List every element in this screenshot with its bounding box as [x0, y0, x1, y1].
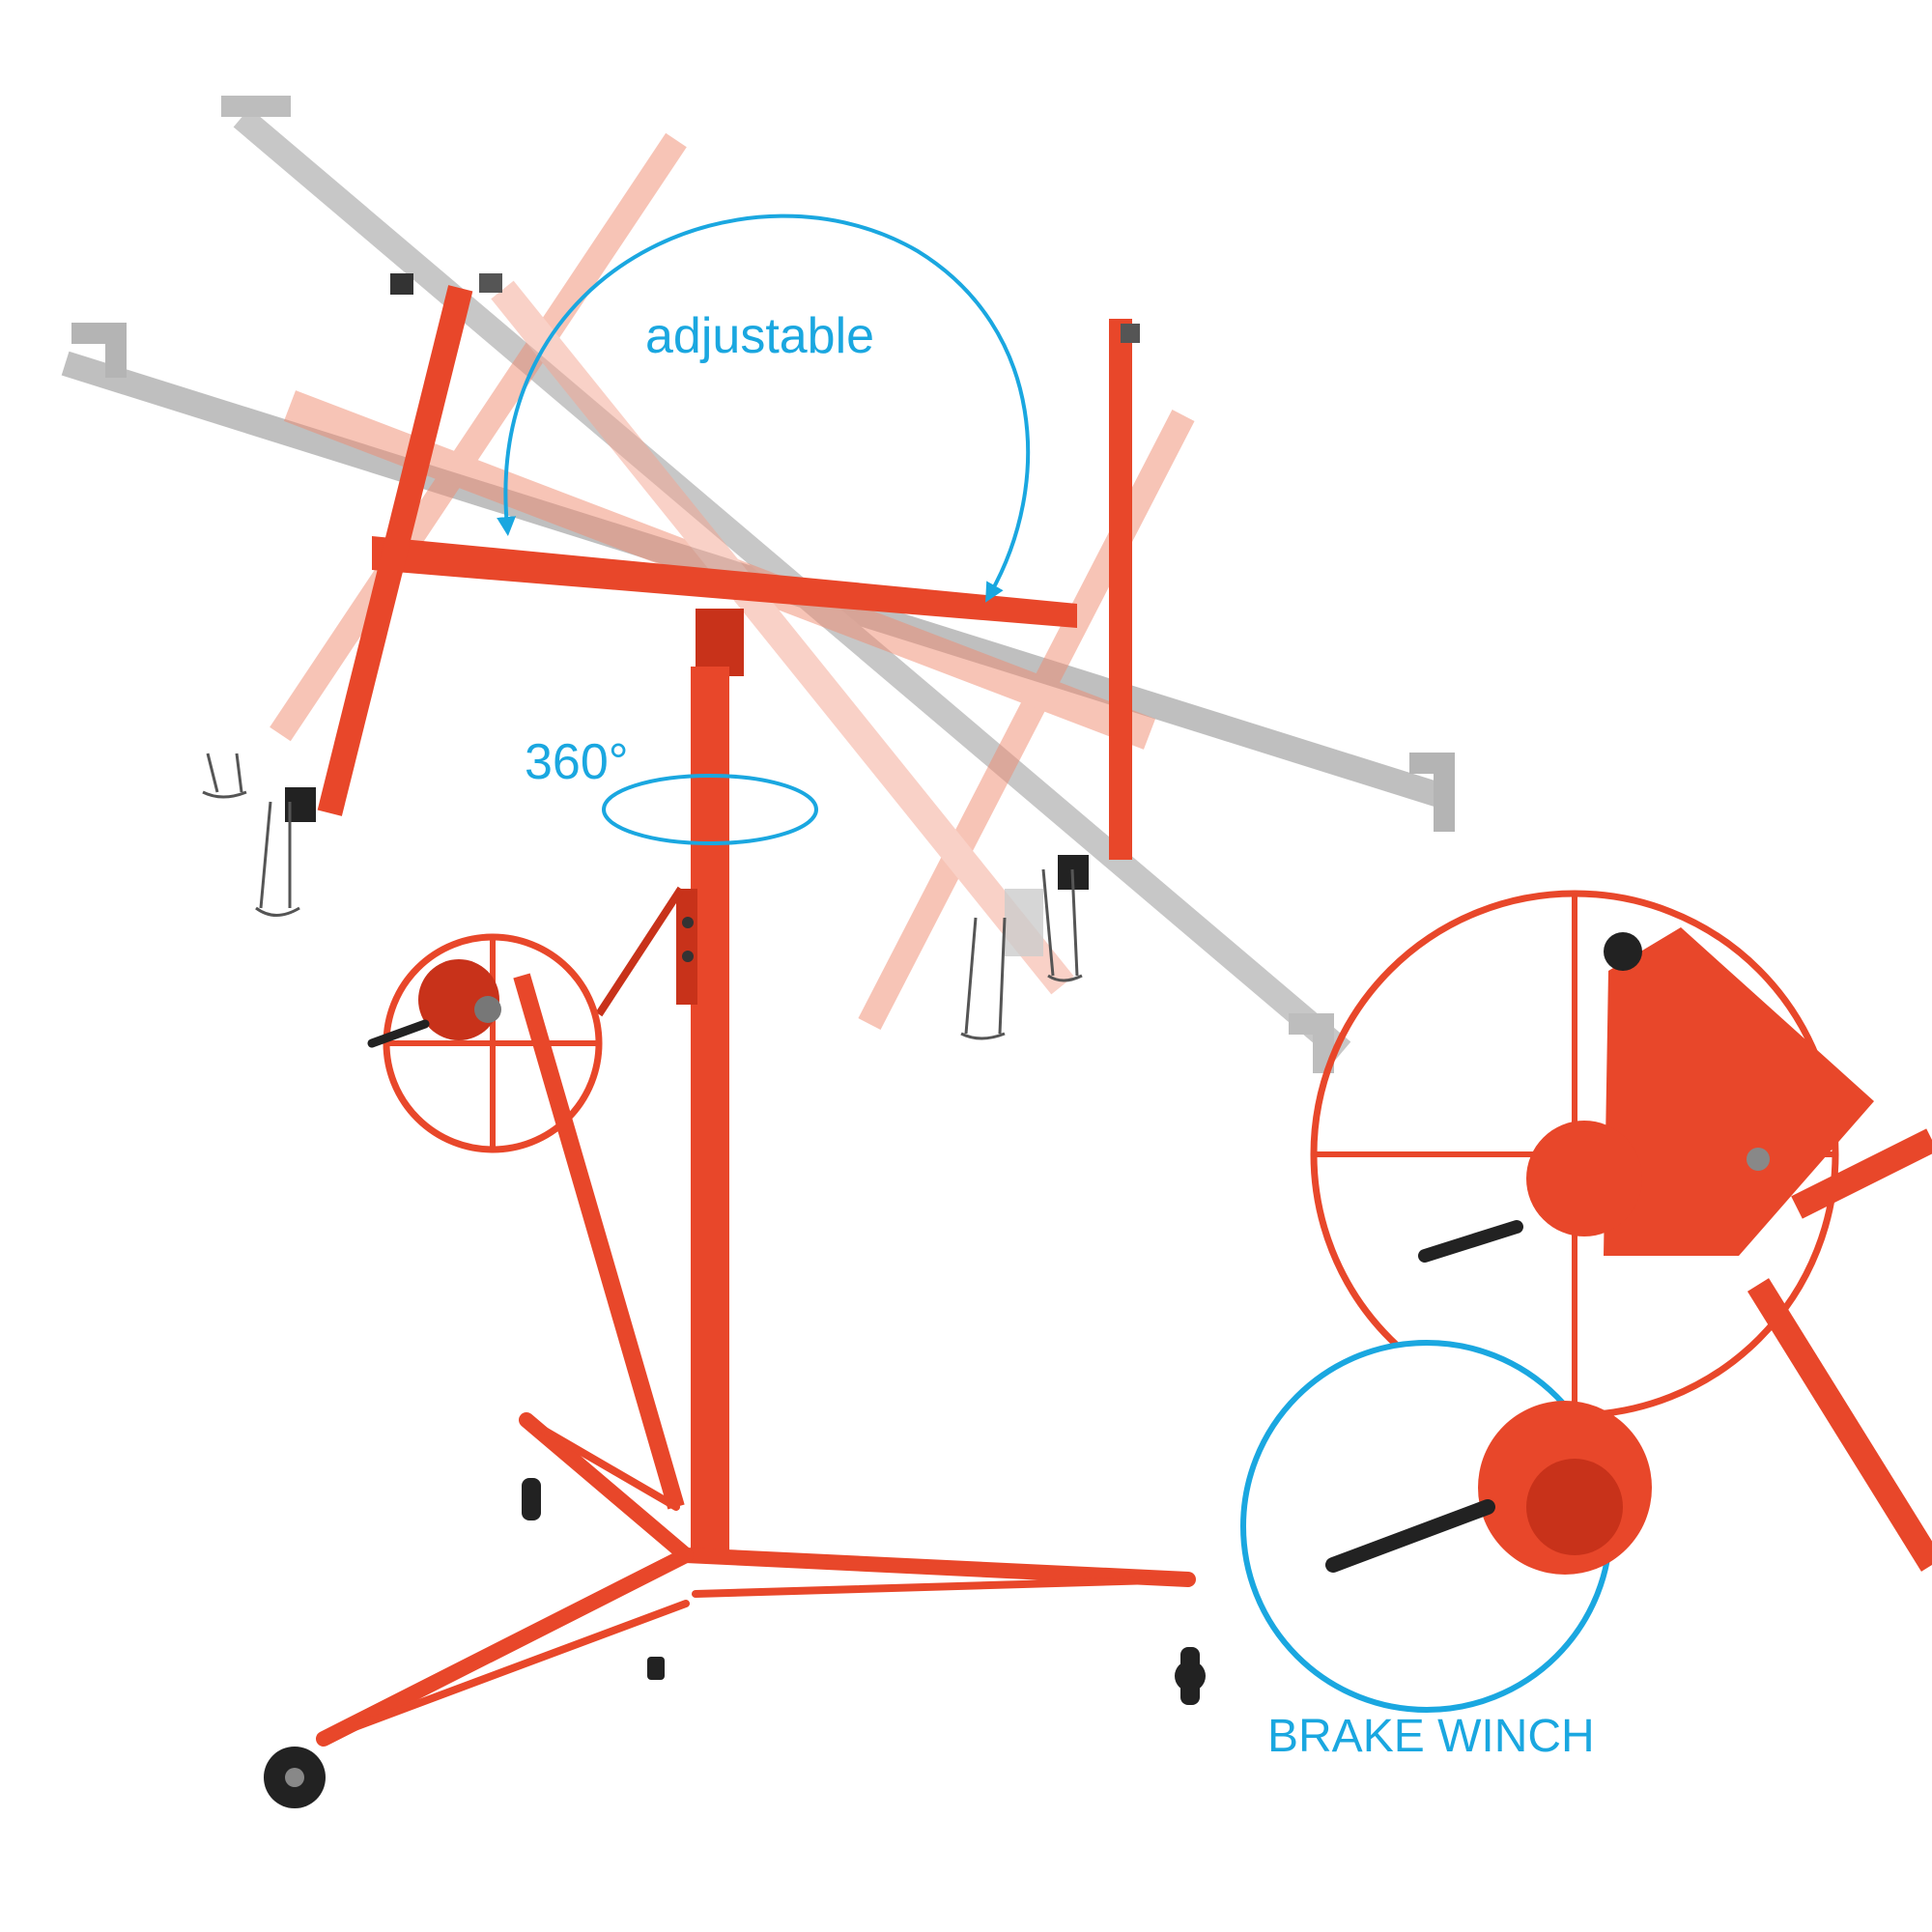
brake-winch-label: BRAKE WINCH [1267, 1711, 1595, 1762]
rotation-label: 360° [525, 734, 629, 790]
caster-wheels [264, 1478, 1206, 1808]
lift-base [316, 1412, 1196, 1747]
adjustable-arrow [497, 213, 1031, 603]
magnifier-circle-icon [1240, 1340, 1652, 1713]
panel-cradles [202, 753, 1083, 1040]
adjustable-label: adjustable [645, 308, 875, 364]
winch-wheel [367, 933, 685, 1510]
lift-mast [595, 667, 729, 1555]
rotation-ellipse-icon [602, 774, 818, 845]
